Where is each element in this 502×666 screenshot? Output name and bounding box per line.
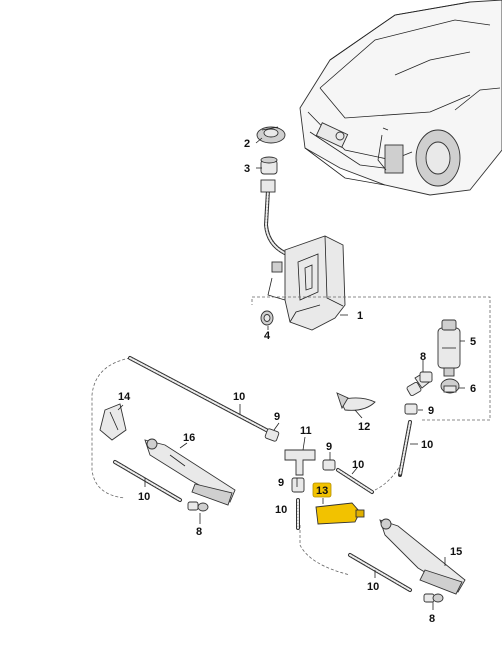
t-connector-icon — [284, 449, 316, 476]
label-13: 13 — [316, 485, 328, 497]
bracket-icon — [99, 403, 127, 441]
label-2: 2 — [244, 138, 250, 150]
label-8-left: 8 — [196, 526, 202, 538]
label-10-top: 10 — [233, 391, 245, 403]
label-10-left: 10 — [138, 491, 150, 503]
label-10-right: 10 — [421, 439, 433, 451]
label-14: 14 — [118, 391, 131, 403]
label-15: 15 — [450, 546, 462, 558]
label-9-pump: 9 — [428, 405, 434, 417]
label-8-pump: 8 — [420, 351, 426, 363]
label-3: 3 — [244, 163, 250, 175]
label-10-center: 10 — [352, 459, 364, 471]
pump-grommet-icon — [440, 378, 460, 394]
car-front-icon — [299, 0, 502, 196]
label-9-left: 9 — [274, 411, 280, 423]
label-8-bottom: 8 — [429, 613, 435, 625]
nozzle-icon — [144, 438, 236, 506]
grommet-icon — [260, 310, 274, 326]
control-unit-icon — [315, 502, 365, 525]
label-1: 1 — [357, 310, 363, 322]
cap-icon — [260, 156, 278, 175]
washer-reservoir-icon — [260, 179, 346, 331]
nozzle-icon-right — [379, 518, 466, 595]
label-10-lower: 10 — [275, 504, 287, 516]
connector-9-icon — [264, 403, 418, 493]
label-11: 11 — [300, 425, 312, 437]
label-16: 16 — [183, 432, 195, 444]
label-5: 5 — [470, 336, 476, 348]
fitting-8-icon — [187, 371, 444, 603]
label-9-lower: 9 — [278, 477, 284, 489]
label-9-center: 9 — [326, 441, 332, 453]
label-13-badge: 13 — [312, 482, 332, 498]
label-6: 6 — [470, 383, 476, 395]
label-10-bottom: 10 — [367, 581, 379, 593]
clip-icon — [336, 392, 376, 411]
label-4: 4 — [264, 330, 271, 342]
leader-lines — [117, 137, 465, 610]
label-12: 12 — [358, 421, 370, 433]
seal-icon — [256, 126, 286, 144]
washer-pump-icon — [437, 319, 461, 377]
